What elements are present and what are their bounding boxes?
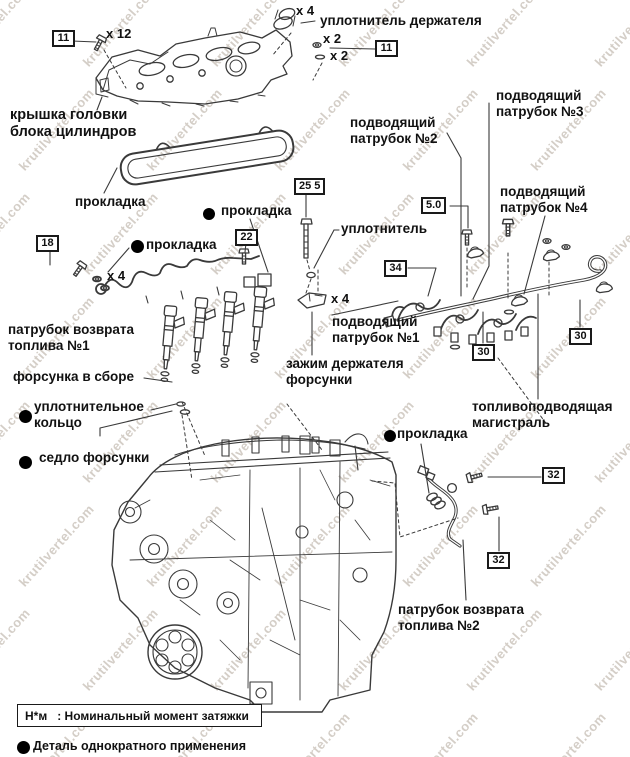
torque-box-11-nut: 11 xyxy=(375,40,398,57)
dashed-lines xyxy=(103,32,550,538)
qty-x2-washer: x 2 xyxy=(330,48,349,63)
torque-box-11-cover: 11 xyxy=(52,30,75,47)
label-injector: форсунка в сборе xyxy=(13,369,135,384)
torque-legend-text: : Номинальный момент затяжки xyxy=(57,708,249,723)
fuel-rail-drawing xyxy=(383,255,608,345)
torque-box-32-bottom: 32 xyxy=(487,552,510,569)
qty-x4-cap: x 4 xyxy=(296,3,315,18)
torque-legend-symbol: Н*м xyxy=(25,708,48,723)
qty-x4-nuts: x 4 xyxy=(107,268,126,283)
single-use-dot-icon xyxy=(19,410,32,423)
leader-lines xyxy=(49,20,581,601)
torque-box-5-0: 5.0 xyxy=(421,197,447,214)
label-holder-clamp: зажим держателя форсунки xyxy=(286,356,404,387)
label-supply-pipe3: подводящий патрубок №3 xyxy=(496,88,584,119)
label-seal-mid: уплотнитель xyxy=(341,221,428,236)
gasket-drawing xyxy=(119,126,295,186)
torque-box-30-right: 30 xyxy=(569,328,592,345)
seal-ring-icon xyxy=(306,271,316,279)
label-injector-seat: седло форсунки xyxy=(39,450,150,465)
single-use-dot-icon xyxy=(17,741,30,754)
label-seal-ring: уплотнительное кольцо xyxy=(34,399,144,430)
label-holder-seal: уплотнитель держателя xyxy=(320,13,482,28)
label-gasket-right: прокладка xyxy=(397,426,468,441)
label-gasket-top: прокладка xyxy=(75,194,146,209)
single-use-dot-icon xyxy=(19,456,32,469)
label-return-pipe2: патрубок возврата топлива №2 xyxy=(398,602,525,633)
single-use-dot-icon xyxy=(384,430,396,442)
holder-seal-cap-icon xyxy=(273,7,296,30)
label-return-pipe1: патрубок возврата топлива №1 xyxy=(8,322,135,353)
torque-box-34: 34 xyxy=(384,260,407,277)
label-gasket-mid: прокладка xyxy=(221,203,292,218)
label-supply-pipe2: подводящий патрубок №2 xyxy=(350,115,438,146)
torque-box-22: 22 xyxy=(235,229,258,246)
valve-cover-drawing xyxy=(95,27,293,107)
torque-box-25-5: 25 5 xyxy=(294,178,326,195)
single-use-dot-icon xyxy=(131,240,144,253)
qty-x4-clamp: x 4 xyxy=(331,291,350,306)
holder-clamp-icon xyxy=(297,292,327,309)
qty-x2-nut: x 2 xyxy=(323,31,342,46)
long-bolt-icon xyxy=(300,218,313,259)
label-gasket-left: прокладка xyxy=(146,237,217,252)
engine-block-drawing xyxy=(111,433,397,713)
torque-box-30-left: 30 xyxy=(472,344,495,361)
label-valve-cover: крышка головки блока цилиндров xyxy=(10,107,137,140)
torque-box-18: 18 xyxy=(36,235,59,252)
torque-box-32-top: 32 xyxy=(542,467,565,484)
qty-x12: x 12 xyxy=(106,26,132,41)
label-fuel-rail: топливоподводящая магистраль xyxy=(472,399,613,430)
torque-legend: Н*м : Номинальный момент затяжки xyxy=(17,704,262,727)
single-use-dot-icon xyxy=(203,208,215,220)
return-pipe1-drawing xyxy=(92,255,272,304)
single-use-legend-text: Деталь однократного применения xyxy=(33,739,247,753)
label-supply-pipe1: подводящий патрубок №1 xyxy=(332,314,420,345)
label-supply-pipe4: подводящий патрубок №4 xyxy=(500,184,588,215)
